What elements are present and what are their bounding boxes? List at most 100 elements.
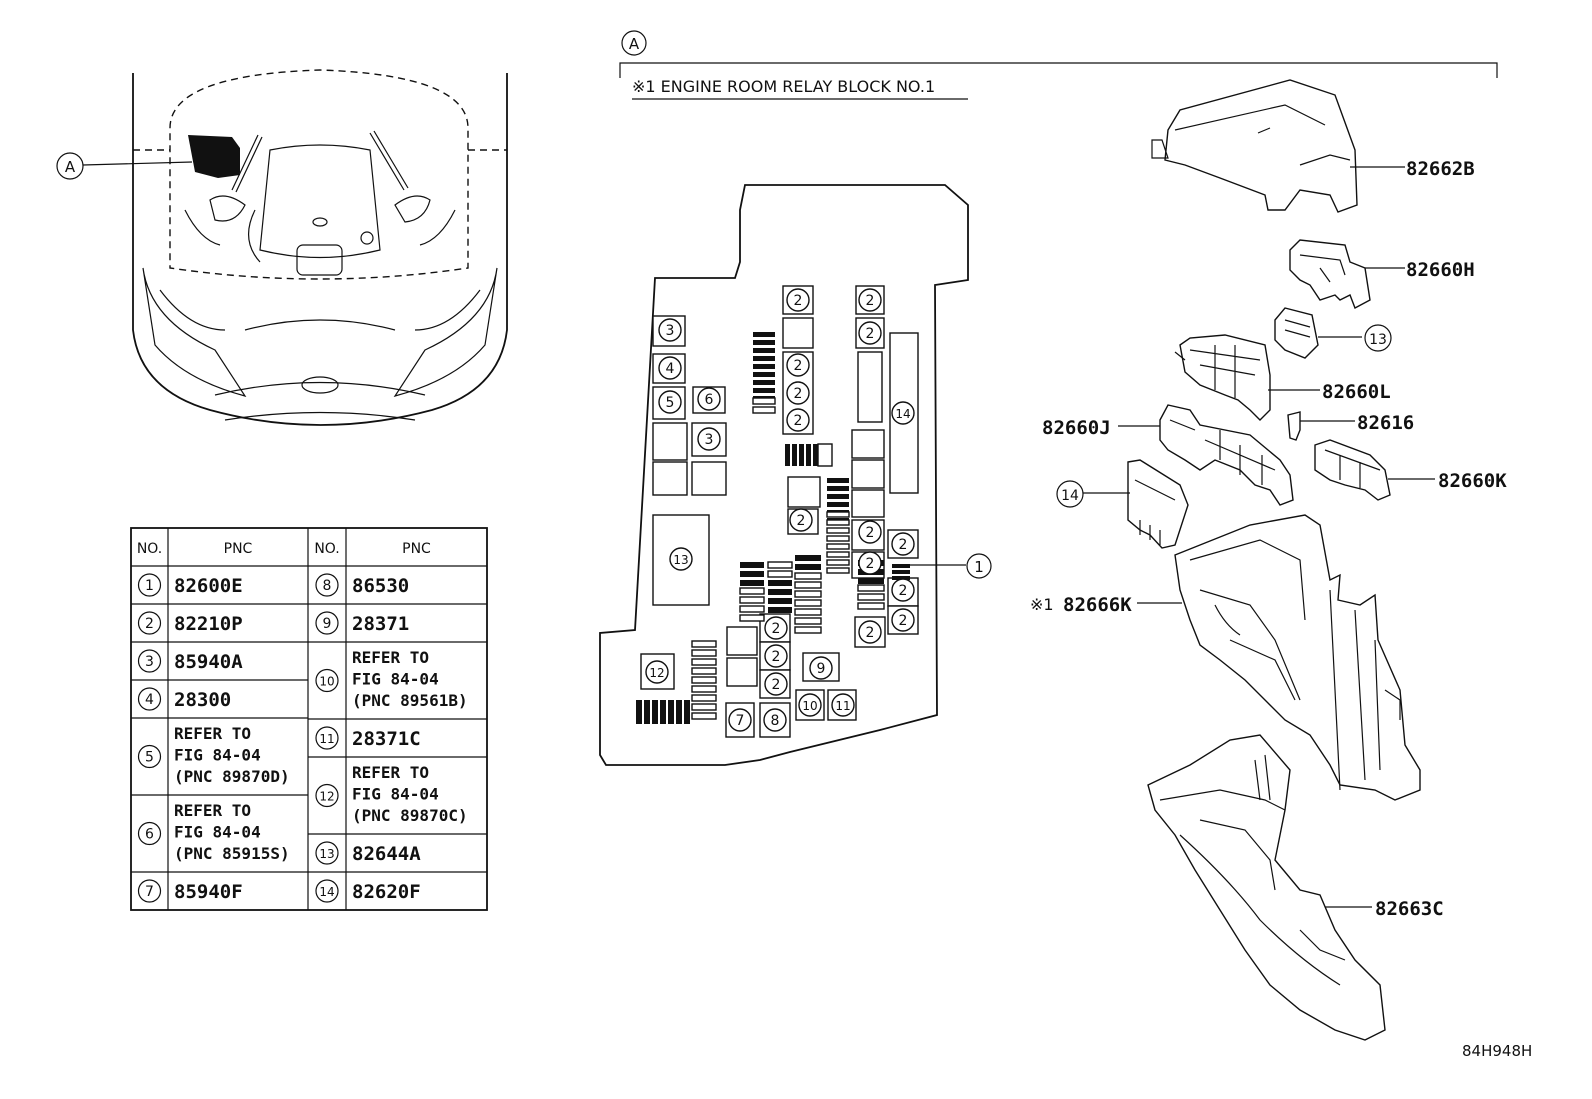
fuse-slot: [795, 564, 821, 570]
part-82660k: [1314, 439, 1435, 501]
fuse-slot: [768, 589, 792, 595]
right-row-number-circle: [315, 783, 339, 808]
left-row-number-circle: [137, 687, 162, 711]
fuse-slot: [826, 559, 850, 566]
block-position-circle: [858, 520, 882, 544]
fuse-slot: [806, 444, 811, 466]
callout-82662b: 82662B: [1406, 158, 1475, 180]
fuse-slot: [660, 700, 666, 724]
fuse-slot: [794, 608, 822, 616]
fuse-slot: [794, 626, 822, 634]
left-row-number: 3: [145, 654, 154, 670]
vehicle-locator-view: A: [56, 69, 508, 426]
left-row-pnc-line: (PNC 85915S): [174, 844, 290, 863]
table-header-no: NO.: [314, 541, 339, 557]
fuse-slot: [753, 348, 775, 353]
fuse-slot: [892, 576, 910, 580]
fuse-slot: [739, 587, 765, 595]
block-position-number: 2: [794, 293, 803, 309]
fuse-slot: [753, 372, 775, 377]
fuse-slot: [827, 502, 849, 507]
fuse-slot: [813, 444, 818, 466]
callout-1-label: 1: [974, 558, 984, 576]
fuse-slot: [794, 581, 822, 589]
right-row-number: 10: [319, 675, 334, 689]
part-14: 14: [1056, 459, 1189, 549]
right-row-pnc-line: REFER TO: [352, 763, 429, 782]
fuse-slot: [799, 444, 804, 466]
block-position-circle: [786, 288, 810, 312]
block-position-number: 2: [899, 583, 908, 599]
block-position-circle: [858, 321, 882, 345]
fuse-slot: [753, 356, 775, 361]
block-position-number: 11: [835, 699, 850, 713]
callout-82660j: 82660J: [1042, 417, 1111, 439]
block-position-number: 2: [866, 556, 875, 572]
fuse-slot: [644, 700, 650, 724]
fuse-slot: [691, 694, 717, 702]
block-position-number: 2: [866, 293, 875, 309]
left-row-pnc-line: REFER TO: [174, 801, 251, 820]
fuse-slot: [676, 700, 682, 724]
left-row-number: 5: [145, 750, 154, 766]
callout-82666k-mark: ※1: [1030, 595, 1054, 614]
right-row-pnc: 82620F: [352, 881, 421, 903]
fuse-slot: [826, 511, 850, 518]
fuse-slot: [740, 571, 764, 577]
left-row-number-circle: [137, 821, 162, 846]
fuse-slot: [739, 605, 765, 613]
left-row-pnc-line: FIG 84-04: [174, 823, 261, 842]
right-row-pnc-line: (PNC 89870C): [352, 806, 468, 825]
block-position-circle: [728, 708, 752, 732]
block-position-number: 10: [802, 699, 817, 713]
block-position-circle: [764, 616, 788, 640]
part-82660h: [1289, 239, 1405, 309]
fuse-slot: [826, 551, 850, 558]
left-row-pnc-line: (PNC 89870D): [174, 767, 290, 786]
left-row-number-circle: [137, 649, 162, 673]
block-position-circle: [831, 693, 855, 717]
block-position-circle: [764, 672, 788, 696]
block-position-circle: [891, 578, 915, 602]
block-position-number: 7: [736, 713, 745, 729]
block-position-circle: [891, 401, 915, 425]
fuse-slot: [752, 397, 776, 405]
callout-82660l: 82660L: [1322, 381, 1391, 403]
callout-14-label: 14: [1061, 488, 1079, 504]
right-row-number-circle: [315, 879, 339, 903]
callout-82663c: 82663C: [1375, 898, 1444, 920]
callout-82660h: 82660H: [1406, 259, 1475, 281]
block-position-circle: [658, 390, 682, 414]
part-82660j: [1118, 404, 1294, 506]
fuse-slot: [668, 700, 674, 724]
block-position-number: 13: [673, 553, 688, 567]
fuse-slot: [691, 640, 717, 648]
block-position-number: 4: [666, 361, 675, 377]
fuse-slot: [740, 562, 764, 568]
right-row-number: 9: [323, 616, 332, 632]
right-row-pnc: 28371C: [352, 728, 421, 750]
block-position-number: 2: [899, 537, 908, 553]
block-position-number: 2: [772, 677, 781, 693]
fuse-slot: [826, 527, 850, 534]
vehicle-marker-label: A: [65, 158, 76, 176]
right-row-number-circle: [315, 611, 339, 635]
right-row-pnc-line: FIG 84-04: [352, 670, 439, 689]
right-row-number-circle: [315, 573, 339, 597]
left-row-number-circle: [137, 573, 162, 597]
block-position-circle: [658, 356, 682, 380]
table-header-pnc: PNC: [224, 541, 253, 557]
callout-82616: 82616: [1357, 412, 1414, 434]
left-row-number: 1: [145, 578, 154, 594]
block-position-number: 2: [866, 525, 875, 541]
part-82666k-housing: [1137, 514, 1421, 801]
right-row-number-circle: [315, 726, 339, 750]
block-position-number: 2: [772, 621, 781, 637]
block-position-circle: [858, 620, 882, 644]
part-82660l: [1174, 334, 1320, 421]
block-position-number: 3: [705, 432, 714, 448]
callout-82666k: 82666K: [1063, 594, 1132, 616]
fuse-slot: [792, 444, 797, 466]
